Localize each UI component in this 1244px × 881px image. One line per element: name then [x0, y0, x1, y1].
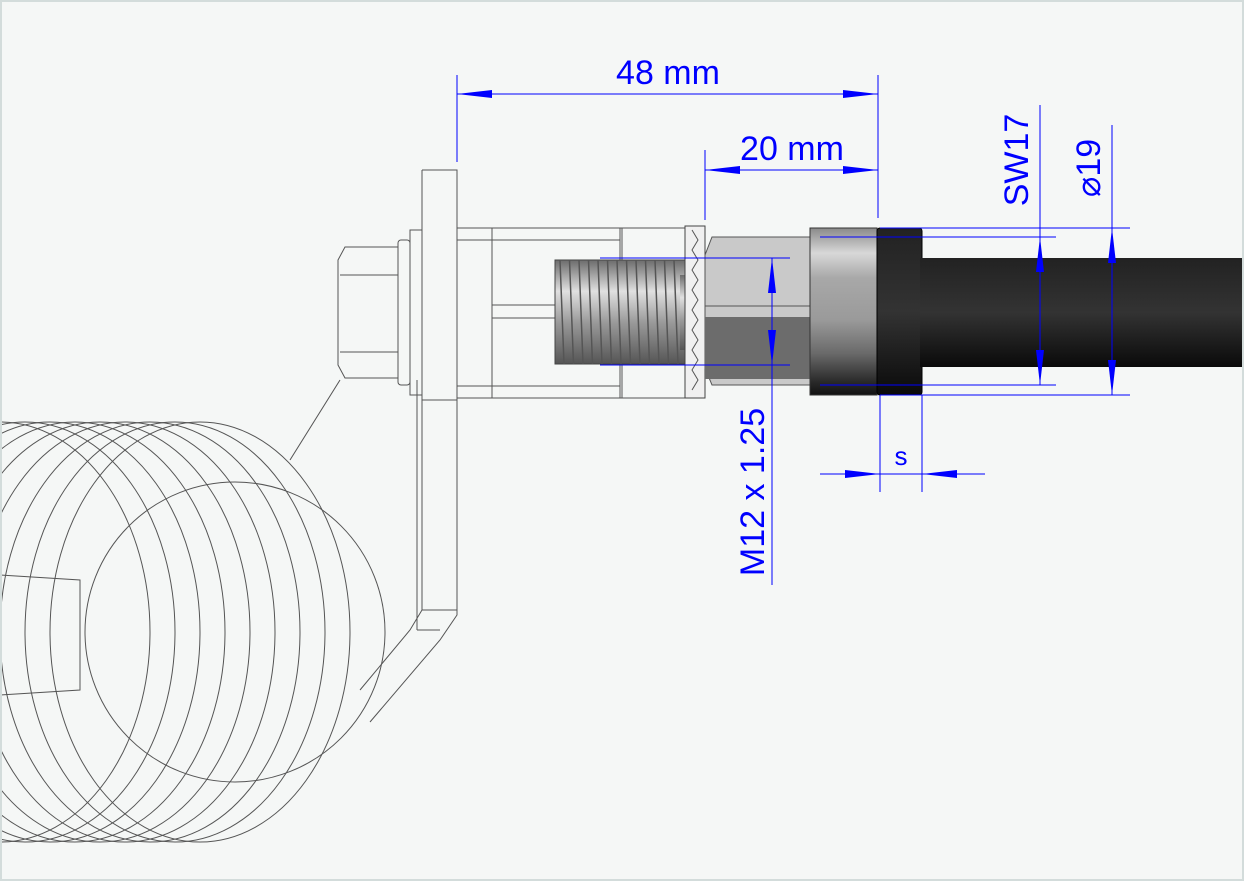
coil-ring: [2, 421, 201, 843]
thread-ridge: [644, 259, 651, 365]
coil-spring: [2, 421, 386, 843]
coil-ring: [49, 421, 351, 843]
thread-ridge: [625, 259, 632, 365]
dim-20mm-label: 20 mm: [740, 130, 844, 168]
thread-ridge: [606, 259, 613, 365]
coil-ring: [2, 421, 276, 843]
dim-sw17-label: SW17: [998, 114, 1036, 207]
dim-48mm-label: 48 mm: [616, 54, 720, 92]
thread-ridge: [663, 259, 670, 365]
dim-thread-label: M12 x 1.25: [734, 408, 772, 576]
coil-ring: [2, 421, 151, 843]
diameter-symbol: ⌀: [1070, 177, 1108, 197]
black-ring: [876, 227, 923, 396]
coil-ring: [24, 421, 326, 843]
thread-ridge: [559, 259, 565, 365]
coil-ring: [2, 421, 251, 843]
coil-ring: [84, 481, 386, 783]
dim-gap-label: s: [895, 441, 908, 471]
sleeve: [809, 227, 878, 396]
thread-ridge: [635, 259, 641, 365]
thread-ridge: [654, 259, 660, 365]
coil-core: [2, 574, 81, 696]
cable: [920, 258, 1242, 367]
hex-nut-left: [337, 229, 423, 396]
coil-ring: [2, 421, 176, 843]
thread-ridge: [673, 259, 679, 365]
thread-ridge: [587, 259, 594, 365]
hex-body: [704, 236, 811, 386]
dim-diameter-label: ⌀19: [1070, 139, 1108, 197]
threaded-stud: [554, 259, 705, 365]
diameter-value: 19: [1070, 139, 1108, 177]
dimension-lines: [456, 75, 1130, 585]
thread-ridge: [578, 259, 584, 365]
thread-ridge: [568, 259, 575, 365]
serrated-washer: [684, 225, 706, 399]
thread-ridge: [597, 259, 603, 365]
coil-ring: [2, 421, 226, 843]
coil-ring: [2, 421, 301, 843]
thread-ridge: [616, 259, 622, 365]
